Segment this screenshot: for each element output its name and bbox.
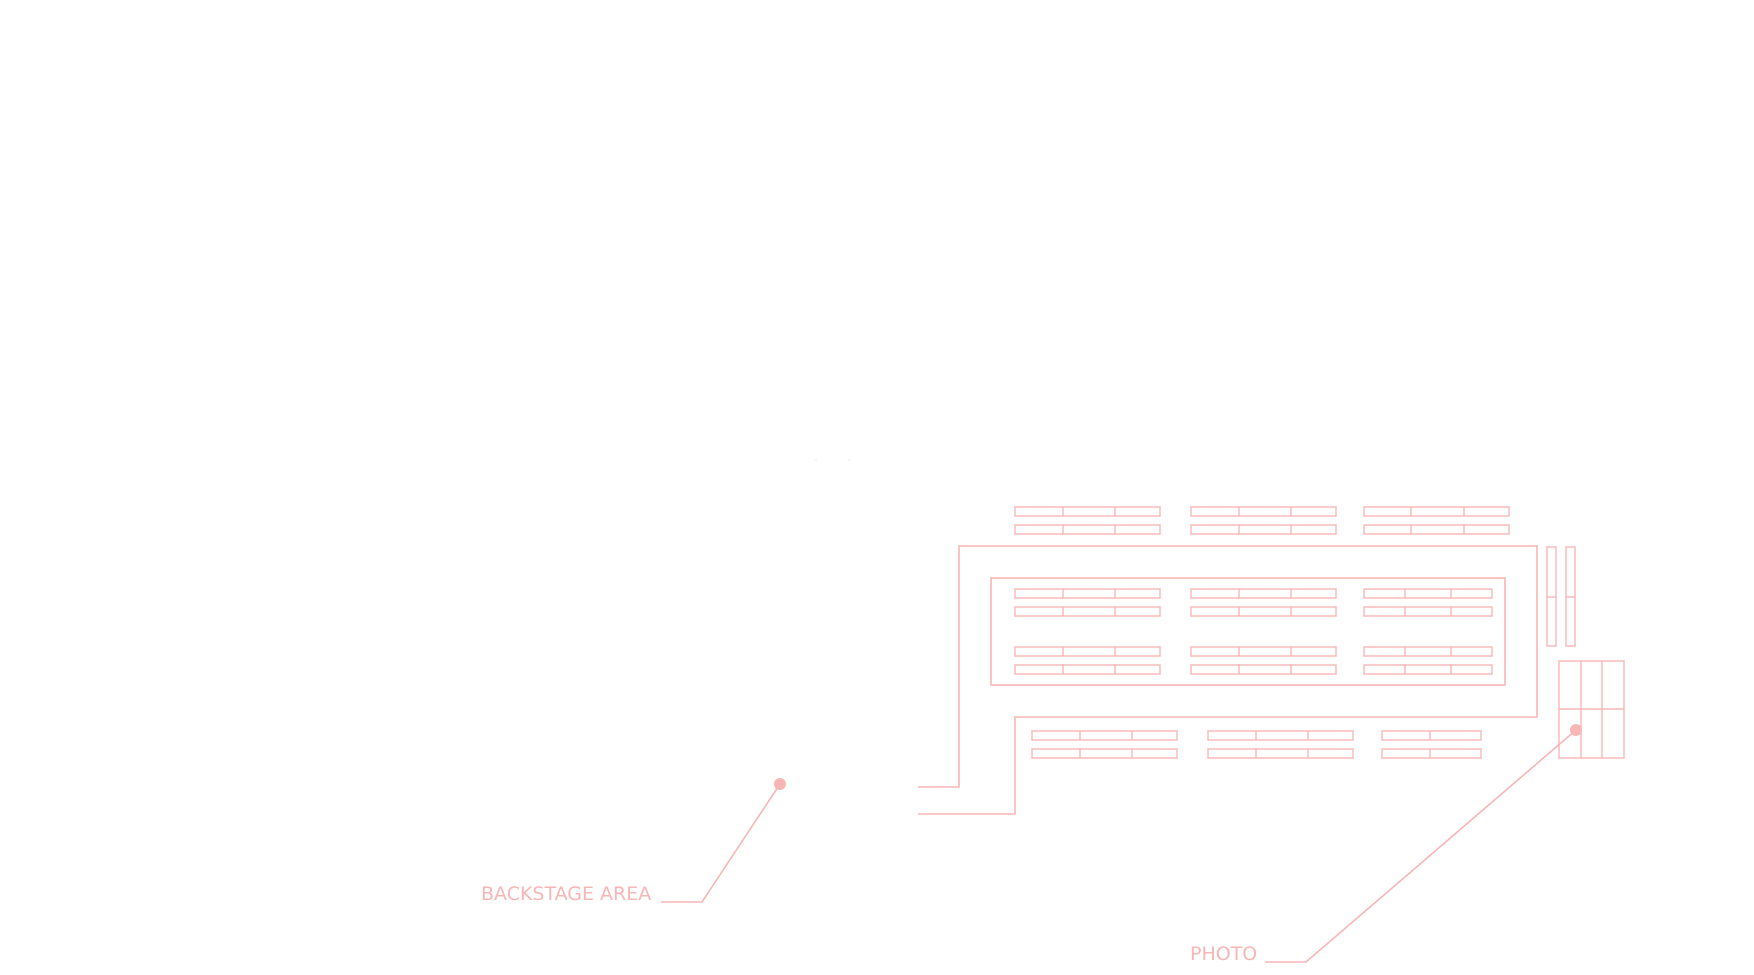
table-strip: [1190, 524, 1337, 535]
backstage-area-label: BACKSTAGE AREA: [481, 883, 652, 905]
photo-booth: [1558, 660, 1625, 759]
table-strip: [1207, 748, 1354, 759]
backstage-leader-line: [661, 783, 781, 903]
inner-enclosure: [990, 577, 1506, 686]
table-strip: [1207, 730, 1354, 741]
table-strip: [1014, 506, 1161, 517]
table-strip: [1363, 524, 1510, 535]
table-strip: [1014, 664, 1161, 675]
photo-leader-line: [1265, 729, 1577, 963]
speck: [815, 459, 817, 461]
table-strip: [1190, 506, 1337, 517]
photo-marker-dot: [1570, 724, 1582, 736]
photo-label: PHOTO: [1190, 943, 1258, 965]
table-strip: [1014, 524, 1161, 535]
table-strip: [1014, 588, 1161, 599]
table-groups: [1014, 506, 1510, 759]
table-strip: [1363, 506, 1510, 517]
table-strip: [1031, 748, 1178, 759]
table-strip: [1190, 664, 1337, 675]
table-strip: [1381, 748, 1482, 759]
table-strip: [1014, 606, 1161, 617]
table-strip: [1190, 588, 1337, 599]
outer-wall: [918, 545, 1538, 815]
vertical-stands: [1546, 546, 1576, 647]
table-strip: [1363, 646, 1493, 657]
table-strip: [1381, 730, 1482, 741]
table-strip: [1363, 606, 1493, 617]
table-strip: [1190, 646, 1337, 657]
table-strip: [1363, 664, 1493, 675]
table-strip: [1031, 730, 1178, 741]
table-strip: [1190, 606, 1337, 617]
table-strip: [1363, 588, 1493, 599]
table-strip: [1014, 646, 1161, 657]
backstage-marker-dot: [774, 778, 786, 790]
speck: [848, 459, 850, 461]
